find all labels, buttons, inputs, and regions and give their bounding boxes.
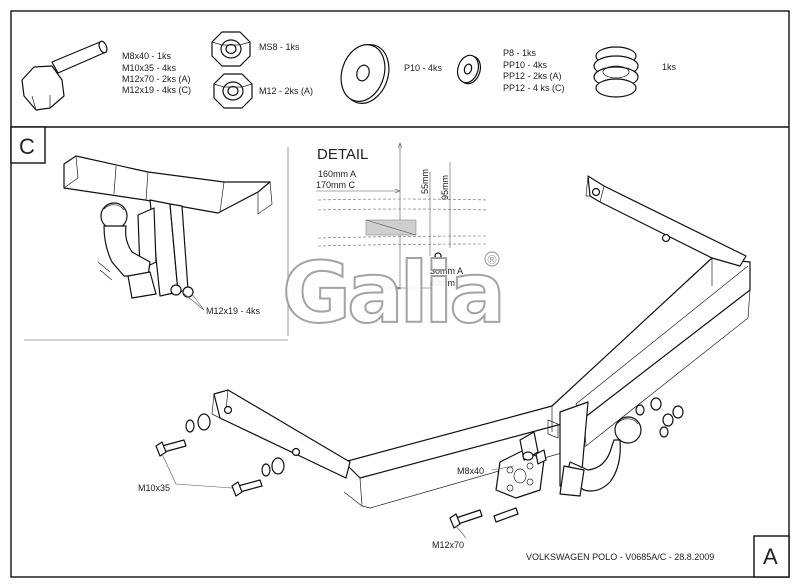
galia-logo-text: Galia bbox=[282, 244, 502, 342]
spring-qty: 1ks bbox=[662, 62, 677, 72]
small-washer-qty-line: P8 - 1ks bbox=[503, 48, 537, 58]
small-washer-icon bbox=[456, 54, 482, 85]
variant-a-label-m10x35: M10x35 bbox=[138, 483, 170, 493]
dimension-170mm: 170mm C bbox=[316, 180, 356, 190]
bolt-qty-line: M12x70 - 2ks (A) bbox=[122, 74, 191, 84]
variant-a-letter: A bbox=[763, 544, 778, 569]
parts-list: M8x40 - 1ks M10x35 - 4ks M12x70 - 2ks (A… bbox=[21, 31, 677, 111]
sheet-frame bbox=[10, 10, 790, 578]
bolt-qty-line: M10x35 - 4ks bbox=[122, 63, 177, 73]
left-hardware bbox=[155, 413, 534, 529]
variant-c-view: C M12x19 - 4ks bbox=[10, 126, 273, 316]
dimension-30mm: 30mm A bbox=[430, 266, 463, 276]
small-washer-qty-line: PP12 - 2ks (A) bbox=[503, 71, 562, 81]
spring-icon bbox=[593, 46, 639, 98]
bolt-qty-line: M8x40 - 1ks bbox=[122, 51, 172, 61]
left-bracket bbox=[211, 389, 351, 479]
right-bracket bbox=[585, 175, 747, 267]
right-hardware bbox=[635, 397, 684, 438]
dimension-55mm: 55mm bbox=[420, 169, 430, 194]
dimension-40mm: 40mm C bbox=[430, 278, 465, 288]
nut-qty-line: MS8 - 1ks bbox=[259, 42, 300, 52]
variant-c-badge bbox=[10, 126, 46, 164]
variant-c-bolt-label: M12x19 - 4ks bbox=[206, 306, 261, 316]
variant-a-view: M10x35 M8x40 M12x70 bbox=[138, 175, 751, 550]
tow-ball-c bbox=[97, 202, 194, 299]
detail-view: DETAIL 160mm A 170mm C 55mm 95mm 30mm A … bbox=[24, 142, 489, 341]
dimension-95mm: 95mm bbox=[440, 175, 450, 200]
lock-nut-icon bbox=[211, 31, 251, 67]
nut-icon bbox=[213, 73, 253, 109]
large-washer-icon bbox=[340, 44, 390, 104]
large-washer-qty: P10 - 4ks bbox=[404, 63, 443, 73]
drawing-footer: VOLKSWAGEN POLO - V0685A/C - 28.8.2009 bbox=[526, 552, 714, 562]
nut-qty-line: M12 - 2ks (A) bbox=[259, 86, 313, 96]
variant-a-label-m8x40: M8x40 bbox=[457, 466, 484, 476]
registered-mark: ® bbox=[486, 253, 498, 267]
small-washer-qty-line: PP12 - 4 ks (C) bbox=[503, 83, 565, 93]
variant-a-label-m12x70: M12x70 bbox=[432, 540, 464, 550]
small-washer-qty-line: PP10 - 4ks bbox=[503, 60, 548, 70]
bolt-icon bbox=[21, 40, 108, 111]
tow-bar-c bbox=[63, 155, 273, 297]
variant-c-letter: C bbox=[19, 134, 35, 159]
detail-title: DETAIL bbox=[317, 146, 368, 163]
variant-a-badge bbox=[753, 535, 790, 578]
dimension-160mm: 160mm A bbox=[318, 169, 356, 179]
bolt-qty-line: M12x19 - 4ks (C) bbox=[122, 85, 191, 95]
galia-logo: Galia ® bbox=[281, 243, 507, 343]
